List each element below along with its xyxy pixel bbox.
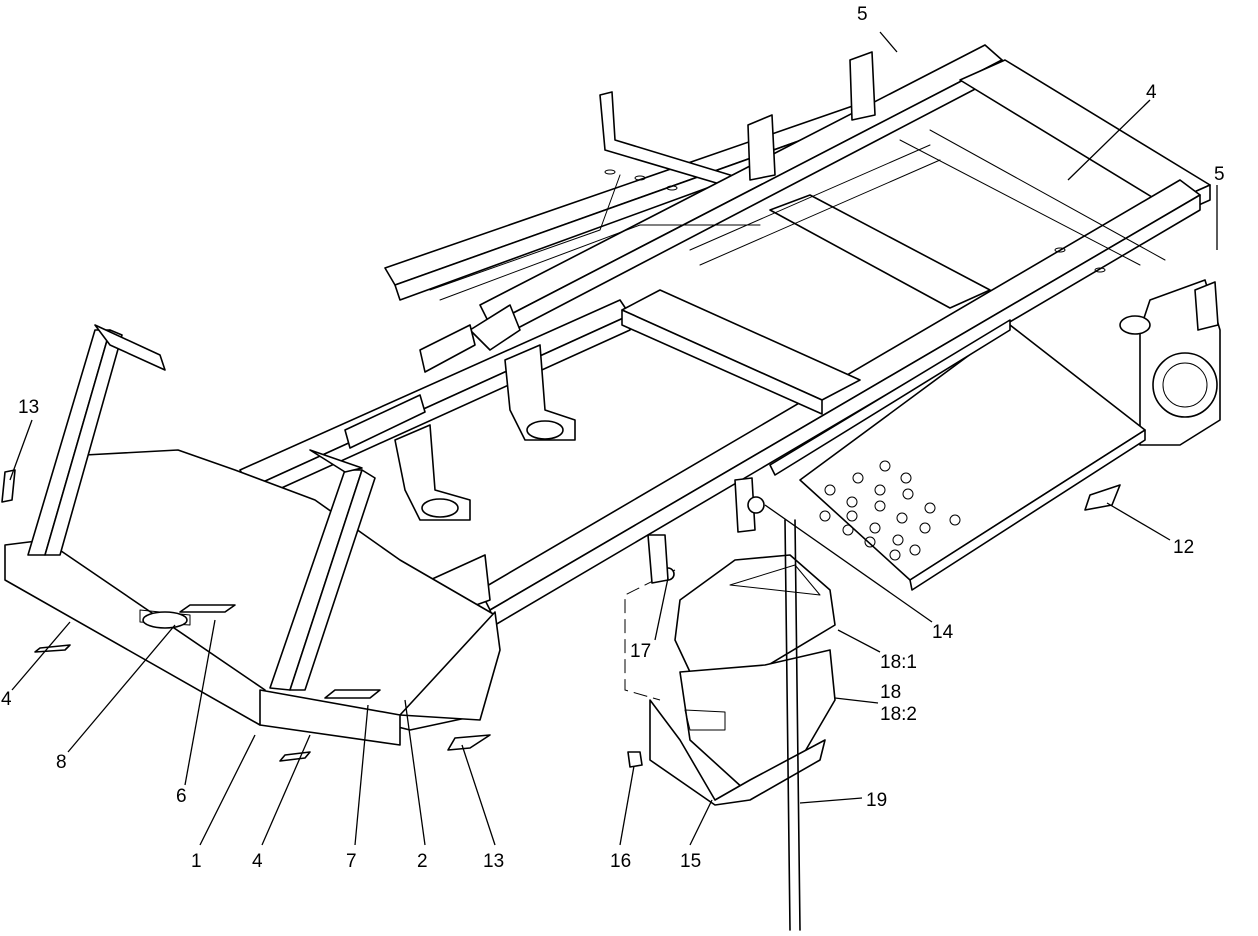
callout-6: 6: [176, 786, 187, 807]
callout-19: 19: [866, 790, 887, 811]
callout-1: 1: [191, 851, 202, 872]
callout-4-top: 4: [1146, 82, 1157, 103]
callout-4-left: 4: [1, 689, 12, 710]
battery-assembly: [624, 477, 836, 931]
callout-2: 2: [417, 851, 428, 872]
callouts: 5 4 5 12 13 4 8 6 1 4 7 2 13 14 17 18:1 …: [1, 4, 1225, 872]
footrest-plate: [769, 319, 1146, 591]
callout-12: 12: [1173, 537, 1194, 558]
callout-14: 14: [932, 622, 954, 643]
callout-7: 7: [346, 851, 357, 872]
leader-lines: [9, 31, 1218, 846]
callout-4-bottom: 4: [252, 851, 263, 872]
callout-5-right: 5: [1214, 164, 1225, 185]
callout-18-1: 18:1: [880, 652, 917, 673]
callout-16: 16: [610, 851, 631, 872]
callout-8: 8: [56, 752, 67, 773]
callout-17: 17: [630, 641, 651, 662]
callout-5-top: 5: [857, 4, 868, 25]
callout-13-bottom: 13: [483, 851, 504, 872]
callout-18: 18: [880, 682, 901, 703]
main-frame: [239, 44, 1221, 626]
callout-18-2: 18:2: [880, 704, 917, 725]
callout-15: 15: [680, 851, 701, 872]
callout-13-left: 13: [18, 397, 39, 418]
